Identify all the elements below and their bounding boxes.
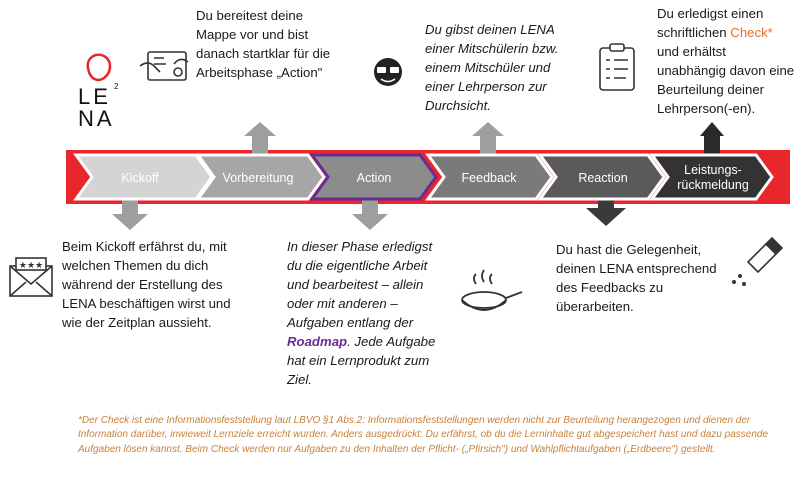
phase-chevron-reaction (537, 153, 666, 201)
logo-line-1: LE (78, 84, 111, 109)
svg-text:★★★: ★★★ (19, 261, 43, 271)
logo-line-2: NA (78, 106, 115, 131)
phase-label-leistung-2: rückmeldung (677, 178, 749, 192)
checklist-icon (599, 43, 635, 91)
vorbereitung-connector (244, 122, 276, 156)
leistung-connector (700, 122, 724, 156)
emoji-thumbs-icon (374, 58, 402, 86)
logo-superscript: 2 (114, 82, 119, 91)
feedback-connector (472, 122, 504, 156)
reaction-connector (586, 198, 626, 226)
phase-label-vorbereitung: Vorbereitung (223, 171, 294, 185)
salt-shaker-icon (731, 236, 784, 286)
frying-pan-icon (461, 269, 523, 311)
phase-label-leistung-1: Leistungs- (684, 163, 742, 177)
lena-logo: LE NA (78, 86, 122, 130)
check-footnote: *Der Check ist eine Informationsfeststel… (78, 415, 769, 455)
action-connector (352, 198, 388, 230)
phase-chevron-action (309, 153, 438, 201)
roadmap-highlight: Roadmap (287, 334, 348, 349)
phase-chevron-feedback (425, 153, 554, 201)
phase-label-action: Action (357, 171, 392, 185)
phase-label-feedback: Feedback (462, 171, 518, 185)
envelope-stars-icon: ★★★ (9, 257, 53, 297)
reaction-description: Du hast die Gelegenheit, deinen LENA ent… (556, 242, 717, 314)
leistung-description: Du erledigst einen schriftlichen Check* … (657, 6, 795, 116)
action-description: In dieser Phase erledigst du die eigentl… (287, 239, 436, 387)
phase-chevron-kickoff (73, 153, 214, 201)
hands-document-icon (139, 51, 189, 81)
check-highlight: Check* (730, 25, 773, 40)
phase-chevron-leistung (649, 153, 774, 201)
feedback-description: Du gibst deinen LENA einer Mitschülerin … (425, 22, 559, 113)
kickoff-description: Beim Kickoff erfährst du, mit welchen Th… (62, 239, 231, 330)
logo-blob-icon (86, 53, 112, 82)
kickoff-connector (112, 198, 148, 230)
vorbereitung-description: Du bereitest deine Mappe vor und bist da… (196, 8, 331, 80)
phase-label-kickoff: Kickoff (121, 171, 159, 185)
phase-label-reaction: Reaction (578, 171, 627, 185)
phase-chevron-vorbereitung (195, 153, 326, 201)
